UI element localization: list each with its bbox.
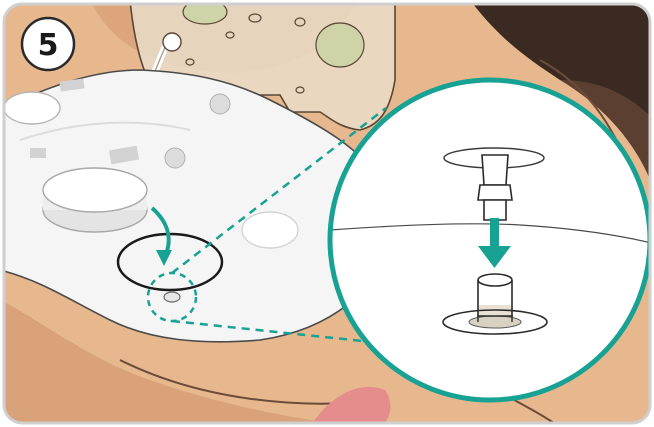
tube-connector bbox=[163, 33, 181, 51]
plate-pad bbox=[316, 23, 364, 67]
port-small bbox=[164, 292, 180, 302]
round-knob bbox=[43, 168, 147, 212]
zoom-detail bbox=[330, 80, 654, 400]
step-number: 5 bbox=[38, 28, 59, 63]
connector-plug bbox=[482, 155, 508, 185]
step-number-badge: 5 bbox=[22, 18, 74, 70]
device-button bbox=[4, 92, 60, 124]
